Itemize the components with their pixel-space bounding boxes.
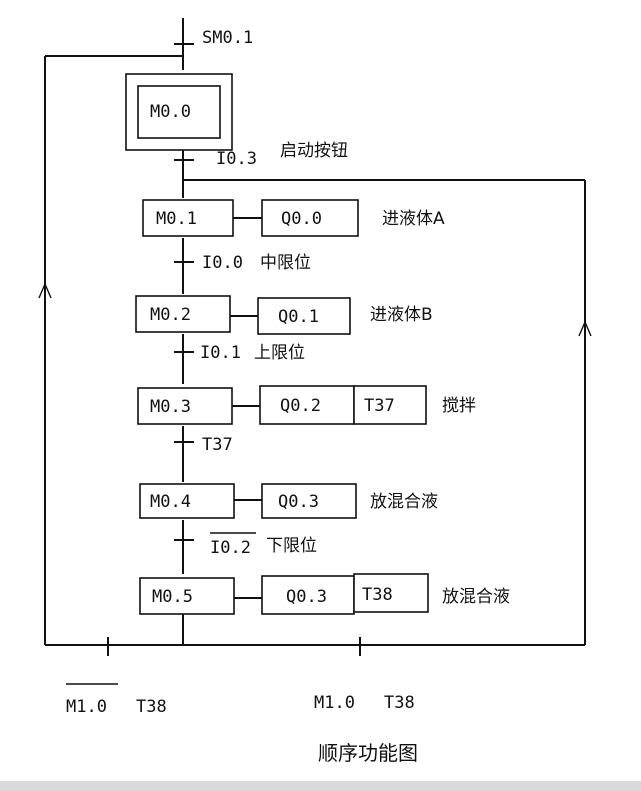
left-return-contact: M1.0 bbox=[66, 697, 107, 717]
action-box-t38 bbox=[353, 573, 429, 613]
step-label: M0.1 bbox=[156, 209, 197, 229]
action-box-q0-3 bbox=[261, 483, 357, 519]
step-note: 搅拌 bbox=[442, 396, 476, 416]
init-condition-label: SM0.1 bbox=[202, 28, 253, 48]
transition-note: 下限位 bbox=[266, 536, 317, 556]
action-box-q0-0 bbox=[261, 199, 359, 237]
transition-contact: I0.1 bbox=[200, 343, 241, 363]
action-label: T38 bbox=[362, 585, 393, 605]
step-label: M0.5 bbox=[152, 587, 193, 607]
action-label: Q0.2 bbox=[280, 396, 321, 416]
action-box-t37 bbox=[353, 385, 427, 425]
step-note: 进液体A bbox=[382, 209, 445, 229]
action-label: Q0.3 bbox=[286, 587, 327, 607]
left-return-timer: T38 bbox=[136, 697, 167, 717]
step-note: 放混合液 bbox=[442, 587, 510, 607]
action-label: T37 bbox=[364, 396, 395, 416]
initial-step-label: M0.0 bbox=[150, 102, 191, 122]
initial-step-inner-box bbox=[137, 85, 221, 139]
step-box-m0-5 bbox=[139, 577, 235, 615]
left-return-arrow bbox=[38, 282, 52, 299]
step-label: M0.4 bbox=[150, 492, 191, 512]
right-return-contact: M1.0 bbox=[314, 693, 355, 713]
step-label: M0.2 bbox=[150, 305, 191, 325]
step-note: 进液体B bbox=[370, 305, 433, 325]
step-box-m0-2 bbox=[135, 295, 231, 333]
right-return-arrow bbox=[578, 320, 592, 337]
diagram-caption: 顺序功能图 bbox=[318, 741, 418, 765]
step-note: 放混合液 bbox=[370, 492, 438, 512]
transition-contact: T37 bbox=[202, 435, 233, 455]
start-transition-note: 启动按钮 bbox=[280, 141, 348, 161]
action-label: Q0.1 bbox=[278, 307, 319, 327]
action-box-q0-1 bbox=[257, 297, 351, 335]
transition-note: 中限位 bbox=[260, 253, 311, 273]
action-box-q0-2 bbox=[259, 385, 355, 425]
transition-note: 上限位 bbox=[254, 343, 305, 363]
action-label: Q0.3 bbox=[278, 492, 319, 512]
transition-contact: I0.0 bbox=[202, 253, 243, 273]
start-transition-contact: I0.3 bbox=[216, 149, 257, 169]
bottom-border-band bbox=[0, 781, 641, 791]
right-return-timer: T38 bbox=[384, 693, 415, 713]
step-box-m0-3 bbox=[137, 387, 233, 425]
action-label: Q0.0 bbox=[281, 209, 322, 229]
step-box-m0-1 bbox=[142, 199, 234, 237]
step-label: M0.3 bbox=[150, 397, 191, 417]
transition-contact: I0.2 bbox=[210, 538, 251, 558]
